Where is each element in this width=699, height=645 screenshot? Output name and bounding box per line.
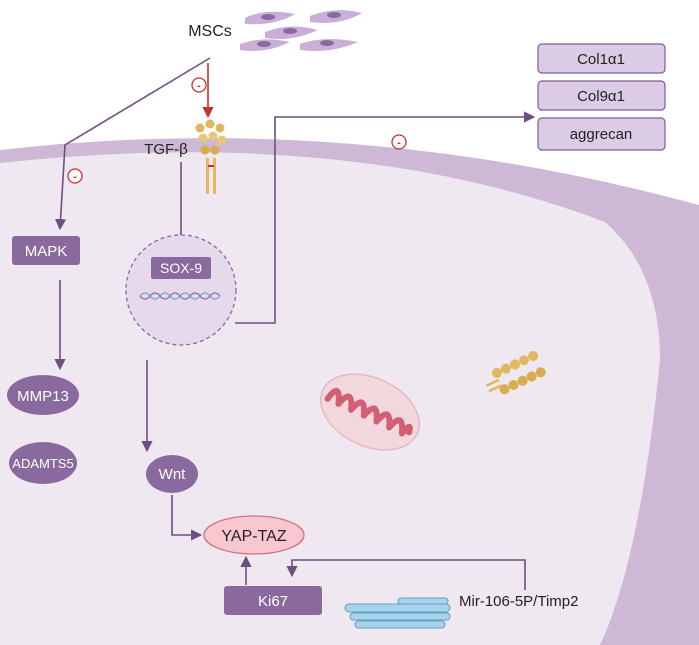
gene-label-col9a1: Col9α1	[577, 88, 625, 105]
node-sox9: SOX-9	[160, 260, 202, 276]
mitochondrion-icon	[319, 373, 421, 451]
node-mmp13-shape	[7, 375, 79, 415]
label-tgf-beta: TGF-β	[144, 141, 188, 158]
arrow-mscs-to-mapk	[54, 57, 211, 231]
node-adamts5: ADAMTS5	[12, 456, 73, 471]
node-wnt: Wnt	[159, 466, 187, 483]
endoplasmic-reticulum-icon	[344, 597, 451, 629]
node-yap-taz: YAP-TAZ	[221, 528, 286, 545]
gene-label-aggrecan: aggrecan	[570, 126, 633, 143]
node-wnt-shape	[146, 455, 198, 493]
inhibit-badge-mapk: -	[67, 168, 83, 184]
node-adamts5-shape	[9, 442, 77, 484]
node-mapk-box	[12, 236, 80, 265]
gene-box-2: aggrecan	[537, 117, 666, 151]
svg-text:-: -	[197, 80, 201, 92]
node-sox9-box	[151, 257, 211, 279]
receptor-icon	[195, 119, 227, 194]
arrow-mir-to-yap	[286, 559, 526, 590]
label-mscs: MSCs	[188, 23, 232, 40]
svg-text:-: -	[397, 137, 401, 149]
node-mapk: MAPK	[25, 243, 68, 260]
node-ki67: Ki67	[258, 593, 288, 610]
inhibit-badge-genes: -	[391, 134, 407, 150]
receptor-icon	[485, 350, 546, 395]
arrow-wnt-to-yap	[171, 495, 203, 541]
msc-cells-icon	[240, 10, 362, 51]
gene-label-col1a1: Col1α1	[577, 51, 625, 68]
arrow-sox9-to-genes	[235, 111, 536, 324]
node-ki67-box	[224, 586, 322, 615]
nucleus	[125, 234, 237, 346]
gene-box-0: Col1α1	[537, 43, 666, 74]
inhibit-badge-receptor: -	[191, 77, 207, 93]
svg-text:-: -	[73, 171, 77, 183]
label-mir-106-5p-timp2: Mir-106-5P/Timp2	[459, 593, 578, 610]
node-yap-taz-shape	[203, 515, 305, 555]
gene-box-1: Col9α1	[537, 80, 666, 111]
dna-helix-icon	[139, 292, 221, 300]
node-mmp13: MMP13	[17, 388, 69, 405]
